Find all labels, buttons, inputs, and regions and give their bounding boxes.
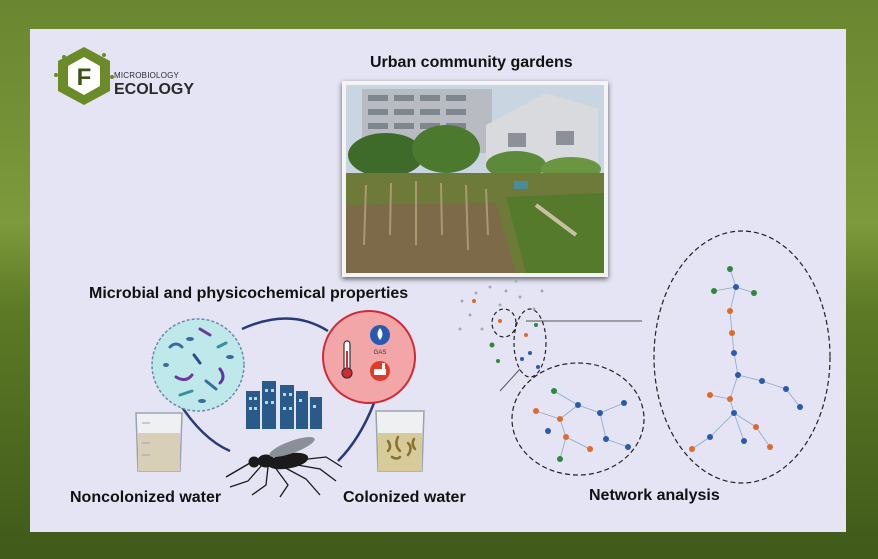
title-urban-gardens: Urban community gardens [370, 54, 573, 71]
graphical-abstract-panel: F MICROBIOLOGY ECOLOGY Urban community g… [30, 29, 846, 532]
label-noncolonized-water: Noncolonized water [70, 489, 222, 506]
physicochemical-icon: GAS [322, 310, 416, 404]
diagram-graphics: GAS [135, 230, 831, 498]
connector-top [241, 317, 329, 333]
label-colonized-water: Colonized water [343, 489, 466, 506]
colonized-beaker-icon [375, 410, 425, 472]
logo-letter: F [77, 64, 92, 91]
city-buildings-icon [246, 381, 322, 429]
logo-microbiology: MICROBIOLOGY [114, 71, 180, 80]
logo-ecology: ECOLOGY [114, 81, 195, 98]
network-analysis-graph [458, 230, 831, 484]
journal-logo: F MICROBIOLOGY ECOLOGY [52, 45, 212, 117]
garden-photo [342, 81, 608, 277]
microbe-community-icon [151, 318, 245, 412]
mosquito-icon [225, 437, 343, 498]
label-network-analysis: Network analysis [589, 487, 720, 504]
gas-label: GAS [374, 350, 387, 356]
title-properties: Microbial and physicochemical properties [89, 285, 409, 302]
noncolonized-beaker-icon [135, 412, 183, 472]
connector-right [337, 402, 376, 462]
logo-badge-icon: F [54, 47, 114, 105]
